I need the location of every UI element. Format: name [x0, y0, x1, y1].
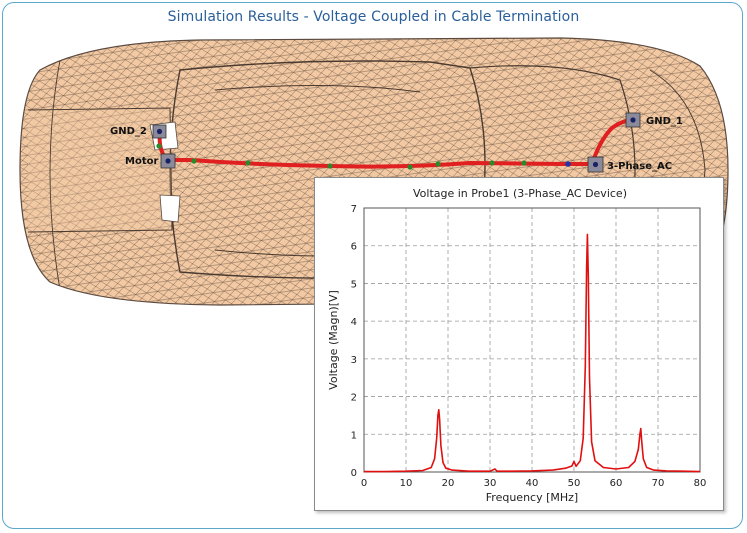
- x-tick-label: 10: [400, 478, 413, 489]
- cable-node: [191, 158, 197, 164]
- x-tick-label: 60: [610, 478, 623, 489]
- device-3-phase-ac: [587, 156, 604, 173]
- cable-node: [327, 163, 333, 169]
- x-tick-label: 0: [361, 478, 367, 489]
- y-tick-label: 3: [351, 355, 357, 366]
- y-tick-label: 1: [351, 430, 357, 441]
- label-3-phase-ac: 3-Phase_AC: [607, 161, 672, 172]
- label-gnd1: GND_1: [646, 116, 683, 127]
- y-axis-label: Voltage (Magn)[V]: [327, 290, 340, 390]
- device-gnd1: [625, 112, 641, 128]
- y-tick-label: 0: [351, 468, 357, 479]
- cable-node: [407, 164, 413, 170]
- x-tick-label: 70: [652, 478, 665, 489]
- label-motor: Motor: [125, 156, 158, 167]
- y-tick-label: 5: [351, 279, 357, 290]
- x-axis-label: Frequency [MHz]: [486, 491, 578, 504]
- cable-node: [156, 143, 162, 149]
- series-line-voltage: [364, 233, 701, 473]
- chart-title: Voltage in Probe1 (3-Phase_AC Device): [413, 187, 627, 200]
- device-gnd2: [152, 124, 167, 139]
- axis-ticks: 0 10 20 30 40 50 60 70 80 0 1 2 3 4 5 6 7: [351, 204, 707, 489]
- y-tick-label: 6: [351, 242, 357, 253]
- page-title: Simulation Results - Voltage Coupled in …: [167, 9, 580, 25]
- plot-area: [363, 207, 701, 473]
- chart-grid: [364, 208, 700, 472]
- label-gnd2: GND_2: [110, 126, 147, 137]
- voltage-chart: Voltage in Probe1 (3-Phase_AC Device) 0 1…: [327, 187, 707, 504]
- device-motor: [160, 153, 176, 169]
- chart-panel: Voltage in Probe1 (3-Phase_AC Device) 0 1…: [314, 177, 724, 511]
- y-tick-label: 4: [351, 317, 357, 328]
- y-tick-label: 2: [351, 393, 357, 404]
- car-body: [19, 37, 729, 306]
- x-tick-label: 20: [442, 478, 455, 489]
- x-tick-label: 40: [526, 478, 539, 489]
- cable-node: [245, 160, 251, 166]
- cable-node: [565, 161, 571, 167]
- cable-node: [435, 161, 441, 167]
- cable-node: [489, 160, 495, 166]
- x-tick-label: 50: [568, 478, 581, 489]
- y-tick-label: 7: [351, 204, 357, 215]
- x-tick-label: 80: [694, 478, 707, 489]
- x-tick-label: 30: [484, 478, 497, 489]
- cable-node: [521, 160, 527, 166]
